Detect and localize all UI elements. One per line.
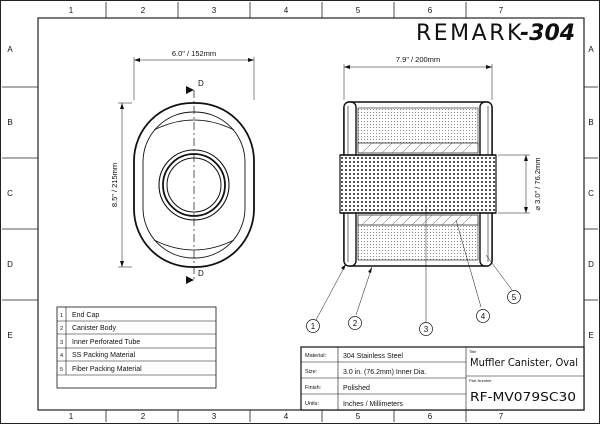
- part-number-label: Part Number: [469, 378, 492, 383]
- col-label: 5: [356, 412, 361, 421]
- row-label: C: [7, 189, 13, 198]
- row-label: C: [588, 189, 594, 198]
- col-label: 6: [428, 412, 433, 421]
- leader-arrow: [368, 267, 372, 273]
- size-value: 3.0 in. (76.2mm) Inner Dia.: [343, 369, 426, 376]
- col-label: 6: [428, 6, 433, 15]
- part-name: Fiber Packing Material: [72, 366, 142, 373]
- brand-logo: REMARK -304: [416, 21, 575, 46]
- part-number: 5: [60, 367, 63, 373]
- part-name: End Cap: [72, 312, 99, 319]
- drawing-title: Muffler Canister, Oval: [470, 356, 578, 369]
- ss-packing-upper: [357, 142, 479, 154]
- callout-number: 4: [481, 312, 486, 321]
- finish-label: Finish:: [305, 385, 322, 391]
- fiber-packing-upper: [357, 107, 479, 147]
- col-label: 7: [499, 6, 504, 15]
- part-number: 2: [60, 326, 63, 332]
- callout-balloons: 1 2 3 4 5: [306, 290, 521, 336]
- inner-perforated-tube: [339, 154, 497, 214]
- dim-arrow: [524, 207, 528, 213]
- section-mark: D: [198, 79, 204, 88]
- section-arrow: [186, 86, 194, 94]
- part-number: 4: [60, 353, 63, 359]
- dim-arrow: [344, 65, 350, 69]
- part-number: 1: [60, 313, 63, 319]
- col-label: 3: [212, 412, 217, 421]
- row-label: A: [7, 45, 13, 54]
- row-label: D: [588, 260, 594, 269]
- title-block: Material: 304 Stainless Steel Size: 3.0 …: [300, 346, 585, 411]
- length-dimension: 7.9" / 200mm: [396, 55, 440, 64]
- section-view: 7.9" / 200mm: [306, 55, 542, 336]
- callout-number: 5: [512, 293, 517, 302]
- part-number: 3: [60, 340, 63, 346]
- col-label: 7: [499, 412, 504, 421]
- dim-arrow: [486, 65, 492, 69]
- grid-ticks: [2, 2, 598, 422]
- height-dimension: 8.5" / 215mm: [110, 163, 119, 207]
- row-label: A: [588, 45, 594, 54]
- material-label: Material:: [305, 353, 327, 359]
- ss-packing-lower: [357, 214, 479, 226]
- units-value: Inches / Millimeters: [343, 401, 403, 408]
- col-label: 1: [69, 6, 74, 15]
- section-arrow: [186, 276, 194, 284]
- callout-number: 2: [353, 319, 358, 328]
- brand-suffix: -304: [520, 21, 575, 46]
- size-label: Size:: [305, 369, 318, 375]
- units-label: Units:: [305, 401, 320, 407]
- drawing-part-number: RF-MV079SC30: [470, 390, 576, 404]
- dim-arrow: [248, 58, 254, 62]
- col-label: 2: [141, 412, 146, 421]
- dim-arrow: [120, 261, 124, 267]
- material-value: 304 Stainless Steel: [343, 353, 403, 360]
- callout-number: 1: [311, 322, 316, 331]
- parts-list: 1 End Cap 2 Canister Body 3 Inner Perfor…: [56, 306, 217, 389]
- row-label: B: [588, 118, 593, 127]
- col-label: 3: [212, 6, 217, 15]
- finish-value: Polished: [343, 385, 370, 392]
- dim-arrow: [134, 58, 140, 62]
- section-mark: D: [198, 269, 204, 278]
- row-label: E: [588, 331, 593, 340]
- dim-arrow: [524, 155, 528, 161]
- fiber-packing-lower: [357, 221, 479, 261]
- part-name: Canister Body: [72, 325, 116, 332]
- part-name: SS Packing Material: [72, 352, 135, 359]
- row-label: E: [7, 331, 12, 340]
- callout-leaders: [315, 205, 513, 322]
- brand-prefix: REMARK: [416, 21, 524, 46]
- end-cap-edge: [153, 119, 235, 131]
- ss-packing-hatch: [361, 142, 473, 226]
- callout-number: 3: [424, 325, 429, 334]
- row-labels: A B C D E A B C D E: [7, 45, 594, 340]
- column-labels: 1 2 3 4 5 6 7 1 2 3 4 5 6 7: [69, 6, 504, 421]
- row-label: B: [7, 118, 12, 127]
- col-label: 2: [141, 6, 146, 15]
- col-label: 4: [284, 6, 289, 15]
- diameter-dimension: ⌀ 3.0" / 76.2mm: [533, 157, 542, 210]
- col-label: 1: [69, 412, 74, 421]
- row-label: D: [7, 260, 13, 269]
- front-view: D D 6.0" / 152mm 8.5" / 215mm: [110, 49, 255, 284]
- dim-arrow: [120, 103, 124, 109]
- part-name: Inner Perforated Tube: [72, 339, 140, 346]
- leader-arrow: [341, 264, 346, 270]
- col-label: 4: [284, 412, 289, 421]
- title-label: Title: [469, 349, 477, 354]
- width-dimension: 6.0" / 152mm: [172, 49, 216, 58]
- col-label: 5: [356, 6, 361, 15]
